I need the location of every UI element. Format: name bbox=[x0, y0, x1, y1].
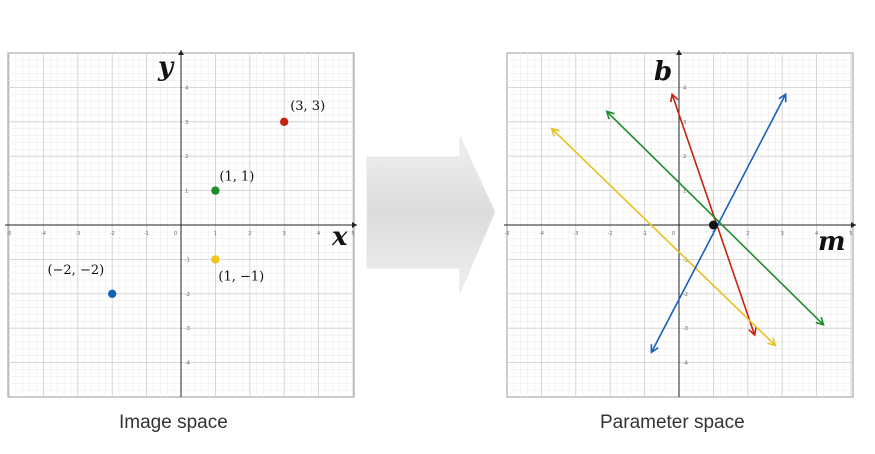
green-line-arrowhead bbox=[605, 110, 615, 120]
intersection-point bbox=[708, 220, 718, 230]
x-tick-label: -3 bbox=[573, 231, 578, 237]
x-tick-label: -2 bbox=[608, 231, 613, 237]
x-tick-label: 2 bbox=[746, 231, 749, 237]
red-line-arrowhead bbox=[669, 92, 679, 103]
y-tick-label: 3 bbox=[185, 120, 188, 126]
y-tick-label: 3 bbox=[683, 120, 686, 126]
yellow-line-arrowhead bbox=[767, 337, 777, 347]
red-parameter-line bbox=[671, 94, 756, 336]
x-tick-label: 3 bbox=[283, 231, 286, 237]
parameter-space-panel: -5-4-4-3-3-2-2-1-10112233445mb bbox=[504, 50, 856, 398]
y-tick-label: 4 bbox=[683, 85, 686, 91]
x-tick-label: -4 bbox=[41, 231, 46, 237]
data-point bbox=[211, 255, 220, 264]
yellow-parameter-line bbox=[551, 128, 776, 346]
y-tick-label: 1 bbox=[185, 189, 188, 195]
y-axis-label: y bbox=[157, 52, 175, 82]
x-tick-label: 3 bbox=[781, 231, 784, 237]
yellow-line-arrowhead bbox=[550, 127, 560, 137]
x-tick-label: -5 bbox=[7, 231, 12, 237]
image-space-y-axis-arrowhead bbox=[178, 50, 184, 55]
x-axis-label: x bbox=[331, 222, 348, 252]
y-tick-label: 1 bbox=[683, 189, 686, 195]
blue-line-arrowhead bbox=[778, 92, 787, 103]
point-label: (−2, −2) bbox=[47, 263, 104, 278]
y-tick-label: 4 bbox=[185, 85, 188, 91]
blue-parameter-line bbox=[650, 93, 787, 353]
x-tick-label: -3 bbox=[75, 231, 80, 237]
green-line-arrowhead bbox=[815, 316, 825, 326]
x-tick-label: 5 bbox=[849, 231, 852, 237]
tick-label: 0 bbox=[174, 231, 177, 237]
tick-label: 0 bbox=[672, 231, 675, 237]
y-tick-label: -1 bbox=[683, 257, 688, 263]
y-tick-label: -4 bbox=[185, 361, 190, 367]
y-tick-label: -2 bbox=[185, 292, 190, 298]
m-axis-label: m bbox=[818, 227, 846, 257]
data-point bbox=[211, 186, 220, 195]
x-tick-label: 5 bbox=[351, 231, 354, 237]
x-tick-label: -4 bbox=[539, 231, 544, 237]
data-point bbox=[280, 117, 289, 127]
x-tick-label: 4 bbox=[317, 231, 320, 237]
x-tick-label: -1 bbox=[642, 231, 647, 237]
point-label: (1, −1) bbox=[218, 269, 264, 284]
y-tick-label: 2 bbox=[683, 154, 686, 160]
blue-line-arrowhead bbox=[650, 344, 659, 354]
y-tick-label: -3 bbox=[683, 326, 688, 332]
x-tick-label: -1 bbox=[144, 231, 149, 237]
x-tick-label: -2 bbox=[110, 231, 115, 237]
b-axis-label: b bbox=[654, 57, 672, 87]
x-tick-label: 2 bbox=[248, 231, 251, 237]
parameter-space-caption: Parameter space bbox=[600, 412, 745, 433]
x-tick-label: -5 bbox=[505, 231, 510, 237]
y-tick-label: -4 bbox=[683, 361, 688, 367]
red-line-arrowhead bbox=[748, 327, 757, 337]
transform-arrow bbox=[366, 136, 496, 293]
parameter-space-y-axis-arrowhead bbox=[676, 50, 682, 55]
parameter-space-x-axis-arrowhead bbox=[851, 222, 856, 228]
y-tick-label: -2 bbox=[683, 292, 688, 298]
image-space-caption: Image space bbox=[119, 412, 228, 433]
image-space-panel: -5 -4 -4 -3 -3 -2 -2 -1 -1 0 1 1 2 2 3 3 4 4 5x y (3, 3) (1, … bbox=[5, 50, 357, 398]
y-tick-label: -3 bbox=[185, 326, 190, 332]
image-space-x-axis-arrowhead bbox=[352, 222, 357, 228]
data-point bbox=[108, 289, 117, 298]
x-tick-label: 4 bbox=[815, 231, 818, 237]
point-label: (3, 3) bbox=[290, 99, 325, 114]
green-parameter-line bbox=[606, 110, 825, 326]
y-tick-label: 2 bbox=[185, 154, 188, 160]
point-label: (1, 1) bbox=[219, 170, 254, 185]
y-tick-label: -1 bbox=[185, 257, 190, 263]
x-tick-label: 1 bbox=[214, 231, 217, 237]
